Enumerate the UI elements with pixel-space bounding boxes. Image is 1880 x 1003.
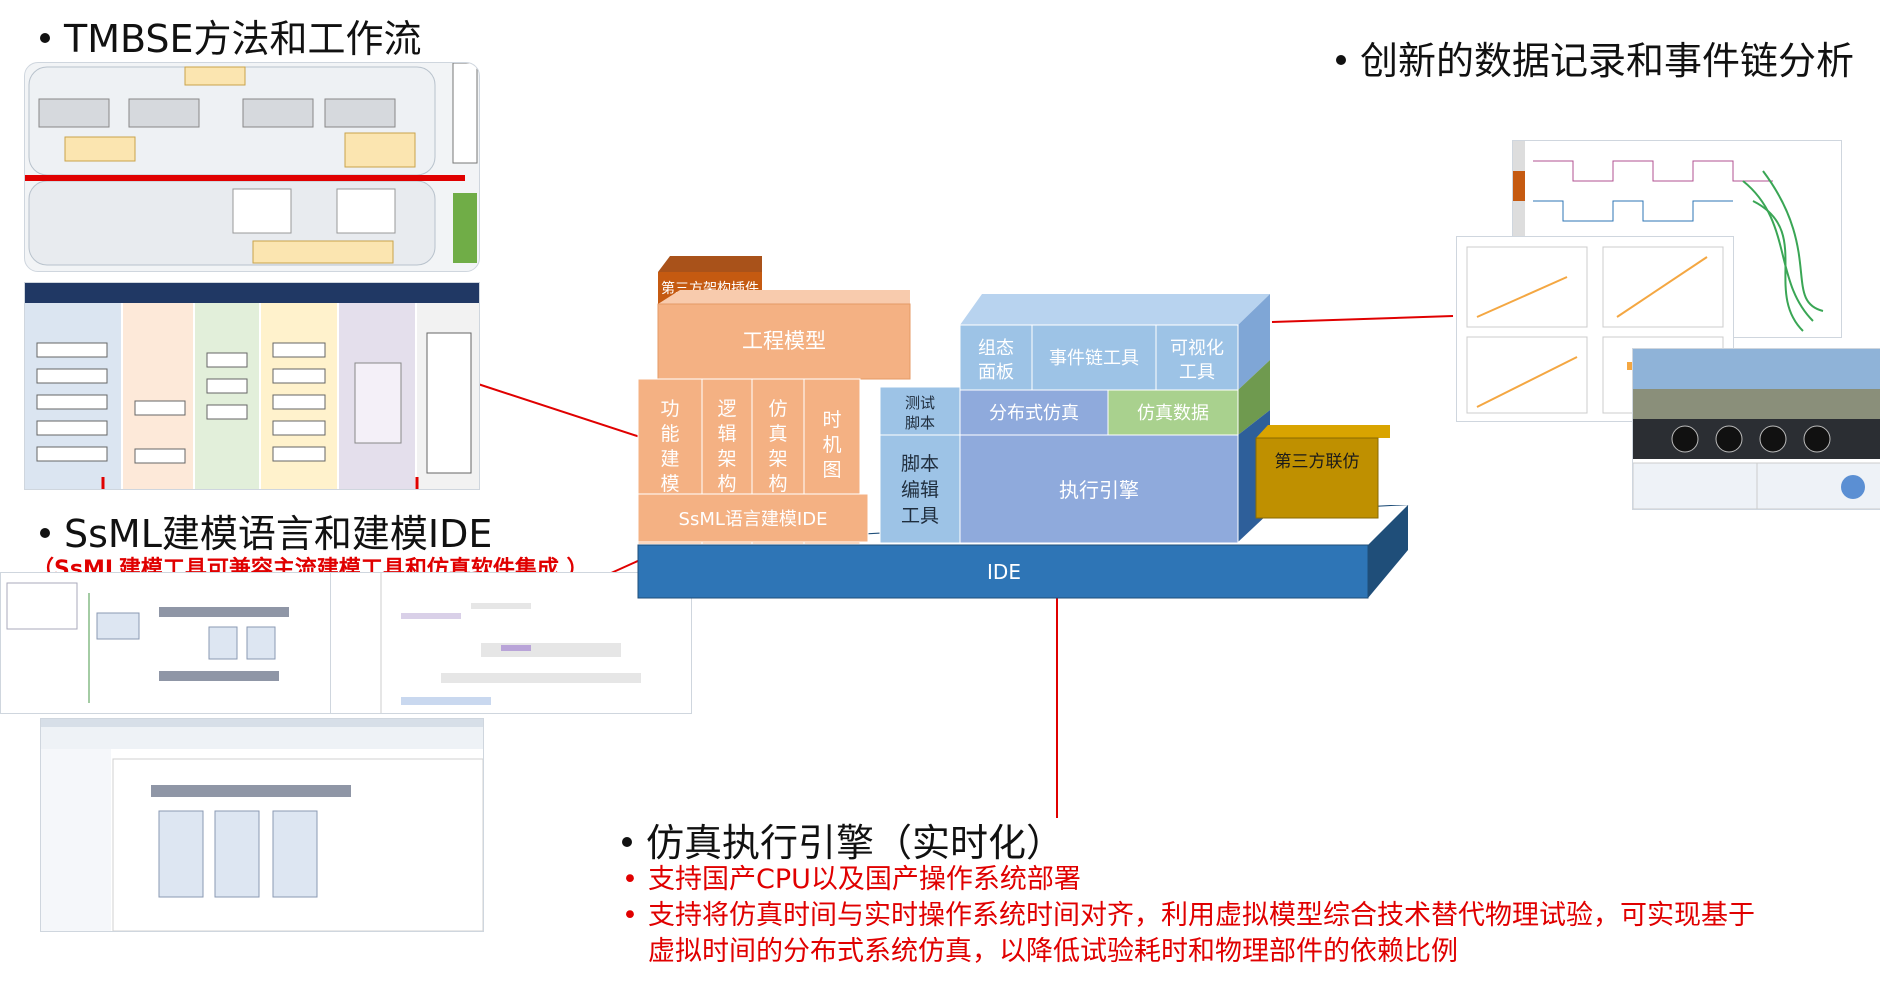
top-blue-row-top (960, 294, 1270, 325)
config-panel-block (959, 324, 1033, 391)
tmbse-workflow-figure (24, 62, 480, 272)
sim-data-label: 仿真数据 (1137, 403, 1209, 424)
exec-engine-block (959, 434, 1239, 544)
tmbse-lanes-sketch (25, 283, 479, 489)
test-script-label: 测试脚本 (905, 394, 935, 432)
heading-engine-text: 仿真执行引擎（实时化） (646, 821, 1065, 865)
engineering-model-label: 工程模型 (742, 329, 826, 353)
heading-data-record: 创新的数据记录和事件链分析 (1336, 30, 1854, 85)
distributed-sim-label: 分布式仿真 (989, 403, 1079, 424)
viz-tool-block (1155, 324, 1239, 391)
ssml-ide-block (637, 493, 869, 543)
ide-block (637, 544, 1369, 599)
viz-tool-label: 可视化工具 (1170, 338, 1224, 383)
engineering-model-top (658, 290, 910, 304)
config-panel-label: 组态面板 (978, 338, 1014, 383)
heading-engine: 仿真执行引擎（实时化） (622, 812, 1064, 867)
exec-engine-label: 执行引擎 (1059, 478, 1139, 502)
engine-point: 支持国产CPU以及国产操作系统部署 (618, 862, 1858, 898)
ssml-ide-figure-3 (40, 718, 484, 932)
logic-arch-label: 逻辑架构 (717, 398, 736, 495)
connector-line-tmbse (477, 383, 641, 438)
third-party-cosim-block (1255, 437, 1379, 519)
heading-tmbse-text: TMBSE方法和工作流 (64, 17, 422, 61)
event-chain-tool-label: 事件链工具 (1049, 348, 1139, 369)
ide-side-face (1368, 505, 1408, 598)
engine-point-cont: 虚拟时间的分布式系统仿真，以降低试验耗时和物理部件的依赖比例 (648, 936, 1458, 967)
heading-ssml: SsML建模语言和建模IDE (40, 503, 492, 558)
bullet-icon (40, 527, 50, 538)
bullet-icon (1336, 54, 1346, 65)
cosim-top-face (1256, 425, 1390, 438)
engineering-model-block (657, 303, 911, 380)
flight-sim-figure (1632, 348, 1880, 510)
engine-points: 支持国产CPU以及国产操作系统部署 支持将仿真时间与实时操作系统时间对齐，利用虚… (618, 862, 1858, 970)
plugin-top-face (658, 256, 762, 272)
timing-diagram-label: 时机图 (822, 409, 841, 481)
heading-ssml-text: SsML建模语言和建模IDE (64, 512, 493, 556)
heading-data-record-text: 创新的数据记录和事件链分析 (1360, 39, 1855, 83)
bullet-icon (40, 32, 50, 43)
tmbse-lanes-figure (24, 282, 480, 490)
ssml-ide-label: SsML语言建模IDE (679, 509, 828, 530)
func-modeling-label: 功能建模 (660, 398, 679, 495)
bullet-icon (622, 836, 632, 847)
heading-tmbse: TMBSE方法和工作流 (40, 8, 422, 63)
script-editor-label: 脚本编辑工具 (901, 453, 939, 527)
top-blue-row-side (1238, 294, 1270, 390)
third-party-cosim-label: 第三方联仿 (1275, 452, 1360, 472)
ssml-ide-sketch-2 (380, 573, 641, 713)
ssml-ide-figure-1 (0, 572, 332, 714)
ide-label: IDE (987, 560, 1021, 584)
architecture-stack: IDE 第三方架构插件 工程模型 功能建模 逻辑架构 仿真架构 时机图 SsML… (637, 256, 1410, 599)
script-editor-block (879, 434, 961, 544)
connector-line-data (1271, 315, 1454, 323)
ssml-ide-sketch-3 (41, 719, 483, 931)
sim-arch-label: 仿真架构 (768, 398, 787, 495)
ssml-ide-figure-2 (330, 572, 692, 714)
engine-point: 支持将仿真时间与实时操作系统时间对齐，利用虚拟模型综合技术替代物理试验，可实现基… (618, 898, 1858, 934)
distributed-sim-block (959, 389, 1109, 436)
ssml-ide-sketch-1 (6, 582, 289, 703)
event-chain-tool-block (1031, 324, 1157, 391)
tmbse-workflow-sketch (25, 63, 478, 266)
flight-sim-sketch (1633, 349, 1880, 509)
